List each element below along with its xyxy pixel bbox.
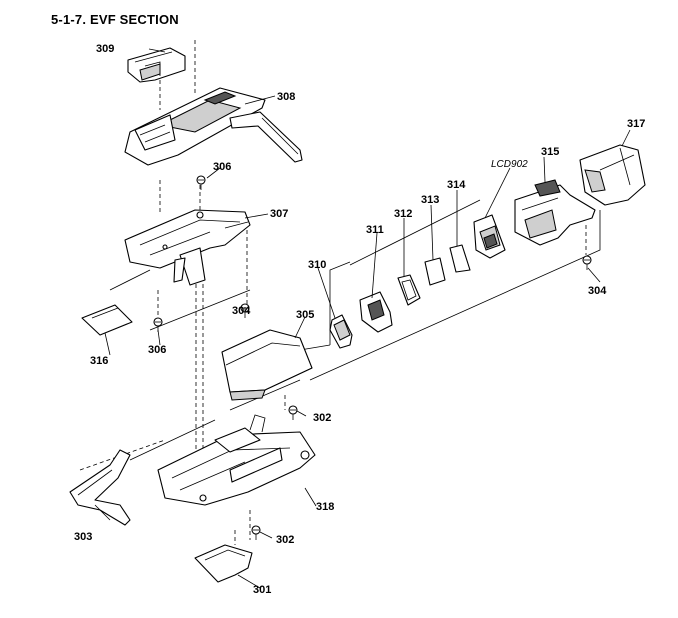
part-307-frame (124, 209, 251, 286)
part-lcd902 (473, 214, 506, 259)
part-318-frame (157, 414, 316, 506)
label-318: 318 (316, 501, 334, 513)
part-309-bracket (127, 47, 186, 83)
label-315: 315 (541, 146, 559, 158)
screws-304 (240, 255, 592, 318)
section-title: 5-1-7. EVF SECTION (51, 12, 179, 27)
screws-302 (251, 405, 298, 540)
label-303: 303 (74, 531, 92, 543)
label-312: 312 (394, 208, 412, 220)
connection-outlines (109, 199, 601, 461)
part-314 (449, 244, 471, 273)
label-301: 301 (253, 584, 271, 596)
label-lcd902: LCD902 (491, 159, 528, 170)
part-311 (359, 291, 393, 333)
label-302-lower: 302 (276, 534, 294, 546)
part-303-flex-cable (69, 449, 131, 526)
label-316: 316 (90, 355, 108, 367)
label-314: 314 (447, 179, 466, 191)
label-311: 311 (366, 224, 384, 236)
label-307: 307 (270, 208, 288, 220)
part-316-sheet (81, 304, 133, 336)
part-312 (397, 274, 421, 306)
leader-lines (94, 48, 631, 589)
label-309: 309 (96, 43, 114, 55)
label-317: 317 (627, 118, 645, 130)
label-308: 308 (277, 91, 295, 103)
label-306-lower: 306 (148, 344, 166, 356)
label-305: 305 (296, 309, 314, 321)
screw-306-lower (153, 317, 163, 332)
screw-302-lower (251, 525, 261, 540)
part-310 (329, 314, 353, 349)
part-labels: 309 308 306 307 304 305 306 316 310 311 … (74, 43, 645, 596)
label-304-right: 304 (588, 285, 607, 297)
screw-302-upper (288, 405, 298, 420)
screws-306 (153, 175, 206, 332)
label-302-upper: 302 (313, 412, 331, 424)
part-317-eyecup (579, 144, 646, 206)
assembly-guide-lines (79, 40, 587, 545)
label-310: 310 (308, 259, 326, 271)
screw-304-right (582, 255, 592, 270)
part-313 (424, 257, 446, 286)
label-304-left: 304 (232, 305, 251, 317)
screw-306-upper (196, 175, 206, 190)
part-308-board (124, 87, 303, 166)
label-313: 313 (421, 194, 439, 206)
label-306-upper: 306 (213, 161, 231, 173)
part-301-sheet (194, 544, 253, 583)
part-315-housing (514, 179, 596, 246)
part-305-cover (221, 329, 313, 401)
